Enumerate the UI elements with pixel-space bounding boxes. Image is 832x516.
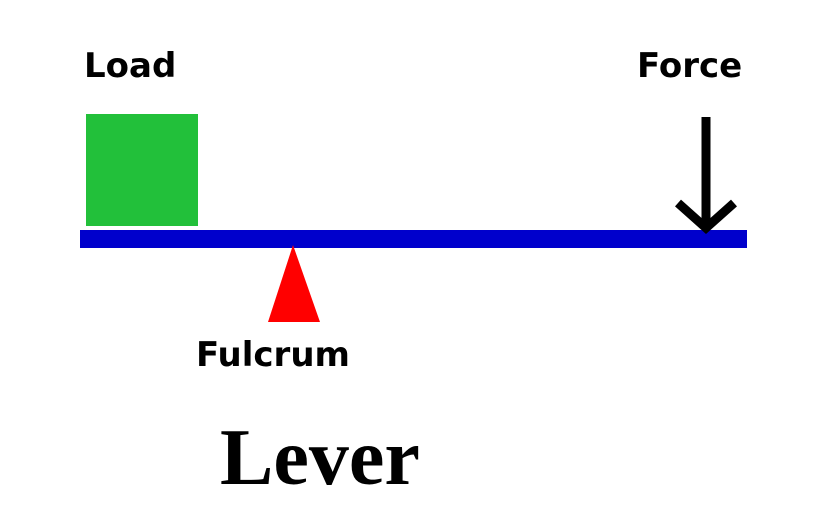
force-arrow-icon bbox=[675, 117, 737, 235]
lever-beam bbox=[80, 230, 747, 248]
force-label: Force bbox=[637, 46, 742, 86]
fulcrum-label: Fulcrum bbox=[196, 335, 350, 375]
load-label: Load bbox=[84, 46, 176, 86]
load-box bbox=[86, 114, 198, 226]
diagram-title: Lever bbox=[220, 414, 420, 502]
fulcrum-triangle bbox=[268, 245, 320, 322]
